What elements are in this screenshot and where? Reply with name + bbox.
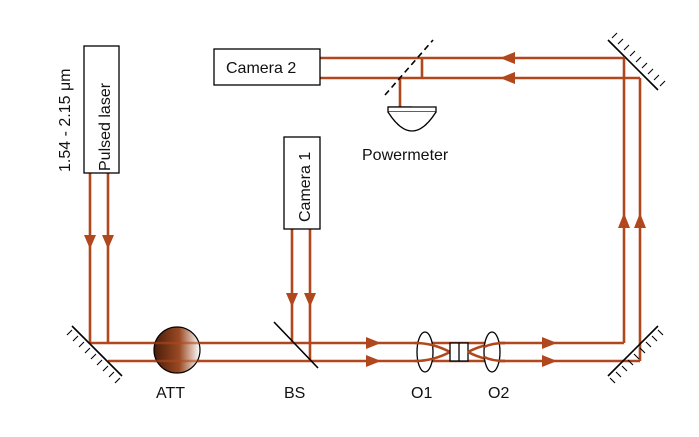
beam-splitter [273, 321, 319, 369]
arrow-up-icon [618, 213, 630, 228]
mirror-bottom-right [607, 325, 664, 384]
powermeter-label: Powermeter [362, 147, 449, 164]
pulsed-laser-label: Pulsed laser [97, 82, 114, 171]
powermeter-detector [387, 106, 437, 132]
arrow-left-icon [500, 72, 515, 84]
arrow-left-icon [500, 52, 515, 64]
attenuator-label: ATT [156, 385, 185, 402]
camera1-box [283, 136, 321, 230]
arrow-right-icon [366, 355, 381, 367]
attenuator [153, 326, 201, 374]
objective1-label: O1 [411, 385, 432, 402]
pickoff-mirror [384, 39, 434, 96]
camera1-label: Camera 1 [297, 152, 314, 222]
objective-2 [467, 331, 506, 373]
arrow-right-icon [542, 355, 557, 367]
arrow-right-icon [542, 337, 557, 349]
pulsed-laser-box [83, 45, 120, 174]
objective2-label: O2 [488, 385, 509, 402]
laser-beams [88, 56, 642, 363]
camera2-box [213, 48, 321, 86]
beam-splitter-label: BS [284, 385, 305, 402]
arrow-down-icon [84, 235, 96, 249]
wavelength-label: 1.54 - 2.15 μm [57, 69, 74, 173]
arrow-up-icon [634, 213, 646, 228]
arrow-down-icon [304, 293, 316, 307]
objective-1 [414, 331, 451, 373]
arrow-down-icon [102, 235, 114, 249]
arrow-down-icon [286, 293, 298, 307]
mirror-bottom-left [66, 325, 123, 384]
beam-arrows [84, 52, 646, 367]
arrow-right-icon [366, 337, 381, 349]
mirror-top-right [607, 32, 666, 91]
camera2-label: Camera 2 [226, 60, 296, 77]
